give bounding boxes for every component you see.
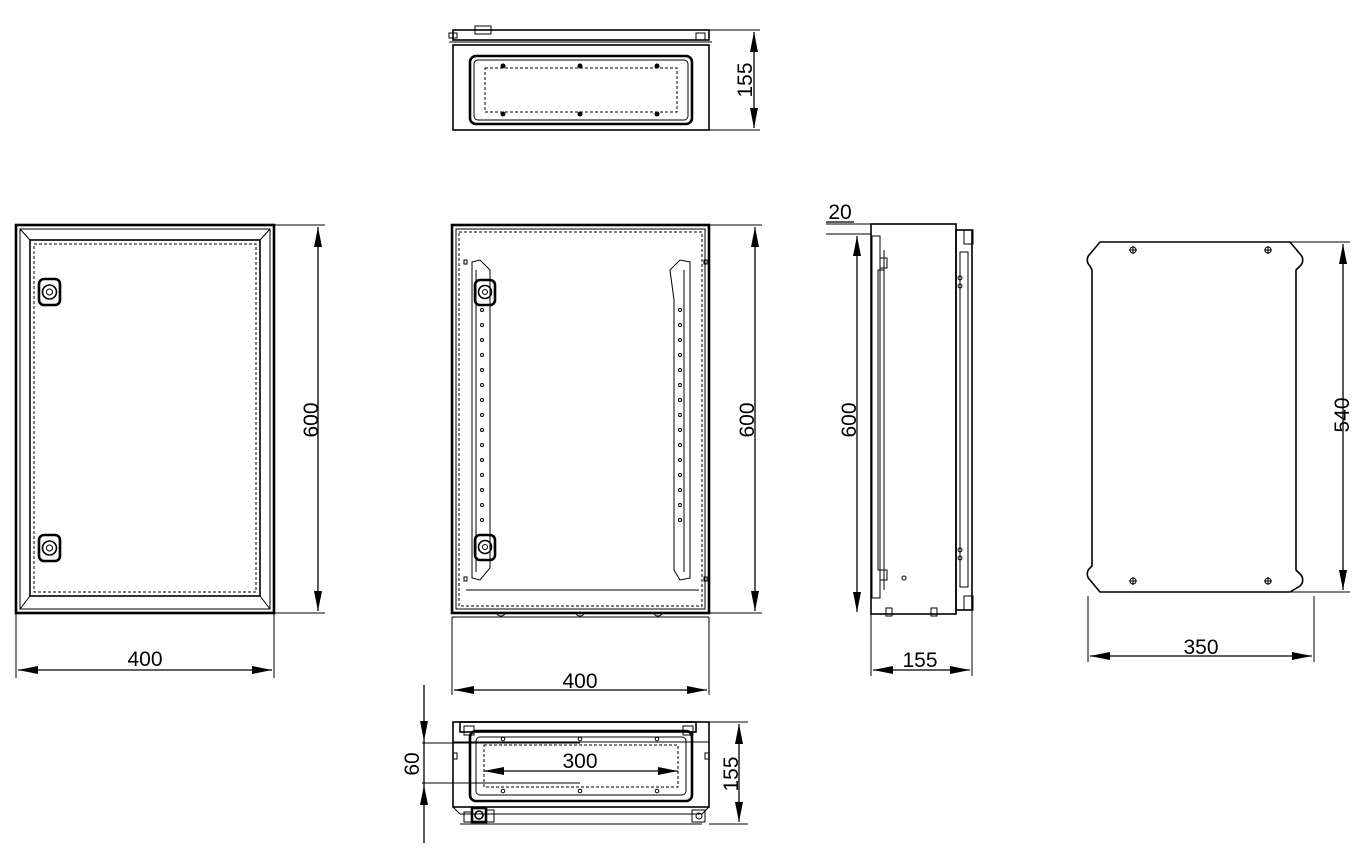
bottom-view: 60 300 155 [401, 685, 748, 843]
right-mounting-rail [669, 259, 691, 581]
front-door-height-label: 600 [300, 402, 323, 437]
interior-lock-lower [473, 533, 497, 562]
side-view: 20 600 155 [826, 201, 974, 676]
bottom-gland-height-label: 60 [401, 752, 424, 775]
mount-plate-width-label: 350 [1183, 636, 1218, 659]
door-lock-upper [37, 277, 62, 307]
plate-mounting-holes [1129, 246, 1272, 585]
mounting-plate-view: 540 350 [1086, 241, 1354, 662]
front-view-door-closed: 600 400 [14, 223, 325, 678]
door-lock-lower [37, 533, 62, 563]
top-view-depth-label: 155 [734, 62, 757, 97]
interior-lock-upper [473, 278, 497, 307]
front-interior-width-label: 400 [562, 670, 597, 693]
bottom-view-depth-label: 155 [720, 756, 743, 791]
bottom-view-screws [500, 736, 660, 794]
front-interior-height-label: 600 [736, 402, 759, 437]
side-flange-label: 20 [828, 201, 851, 224]
mount-plate-height-label: 540 [1331, 397, 1354, 432]
left-mounting-rail [471, 259, 491, 581]
rail-holes [480, 308, 682, 522]
side-depth-label: 155 [902, 649, 937, 672]
bottom-gland-width-label: 300 [562, 750, 597, 773]
top-view-screws [500, 63, 660, 117]
top-view: 155 [448, 25, 760, 131]
front-view-interior: 600 400 [450, 223, 762, 695]
side-height-label: 600 [838, 402, 861, 437]
front-door-width-label: 400 [127, 648, 162, 671]
